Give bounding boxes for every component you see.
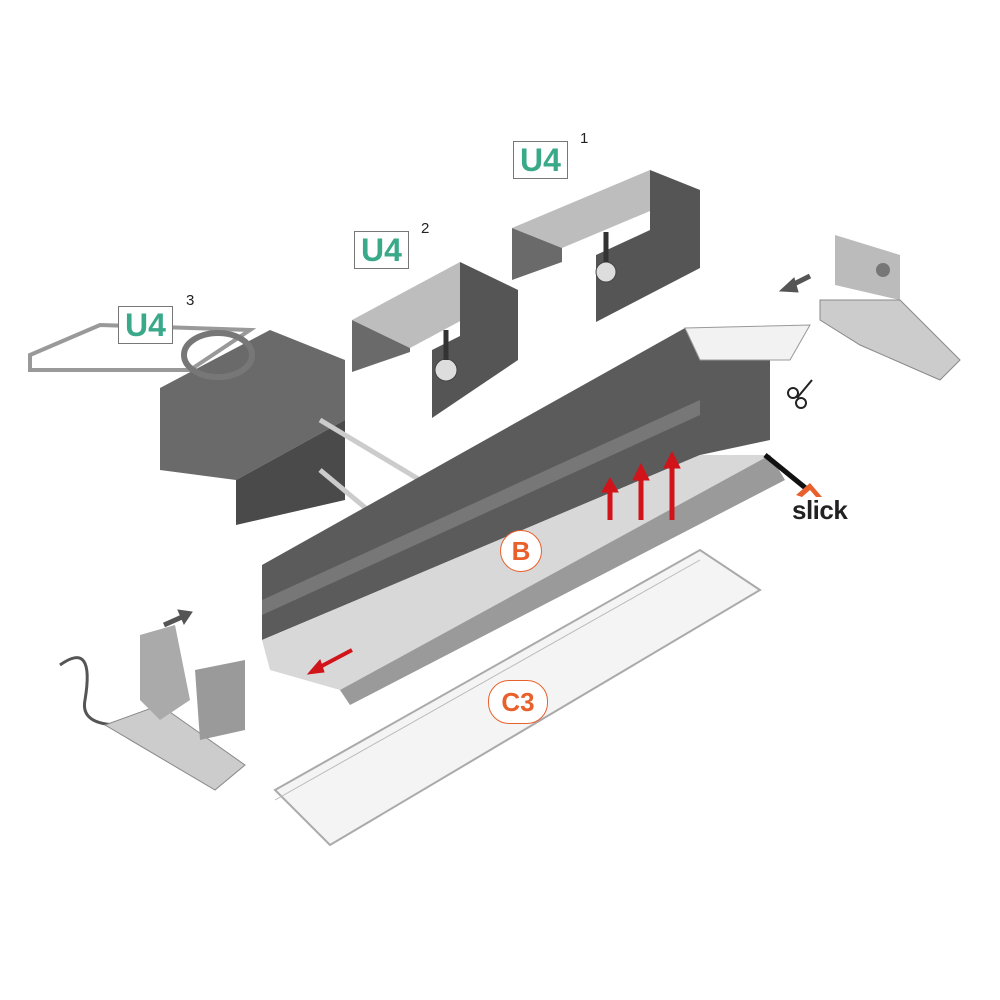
- label-u4-1-index: 1: [580, 130, 589, 147]
- label-profile-b: B: [500, 530, 542, 572]
- label-u4-1: U4: [513, 141, 568, 179]
- red-arrows: [306, 450, 681, 675]
- end-cap-right: [819, 235, 961, 381]
- label-u4-3: U4: [118, 306, 173, 344]
- pointer-line: [763, 453, 810, 492]
- label-diffuser-c3: C3: [488, 680, 548, 724]
- scissors-icon: [787, 379, 813, 409]
- label-u4-2: U4: [354, 231, 409, 269]
- end-cap-left: [59, 625, 246, 791]
- mounting-clip-2: [352, 262, 518, 418]
- gray-arrows: [162, 273, 812, 628]
- label-u4-2-index: 2: [421, 220, 430, 237]
- slick-logo: slick: [792, 495, 848, 525]
- mounting-clip-1: [512, 170, 700, 322]
- spring-clip-3: [28, 322, 422, 525]
- slick-logo-mark: [796, 483, 822, 497]
- label-u4-3-index: 3: [186, 292, 195, 309]
